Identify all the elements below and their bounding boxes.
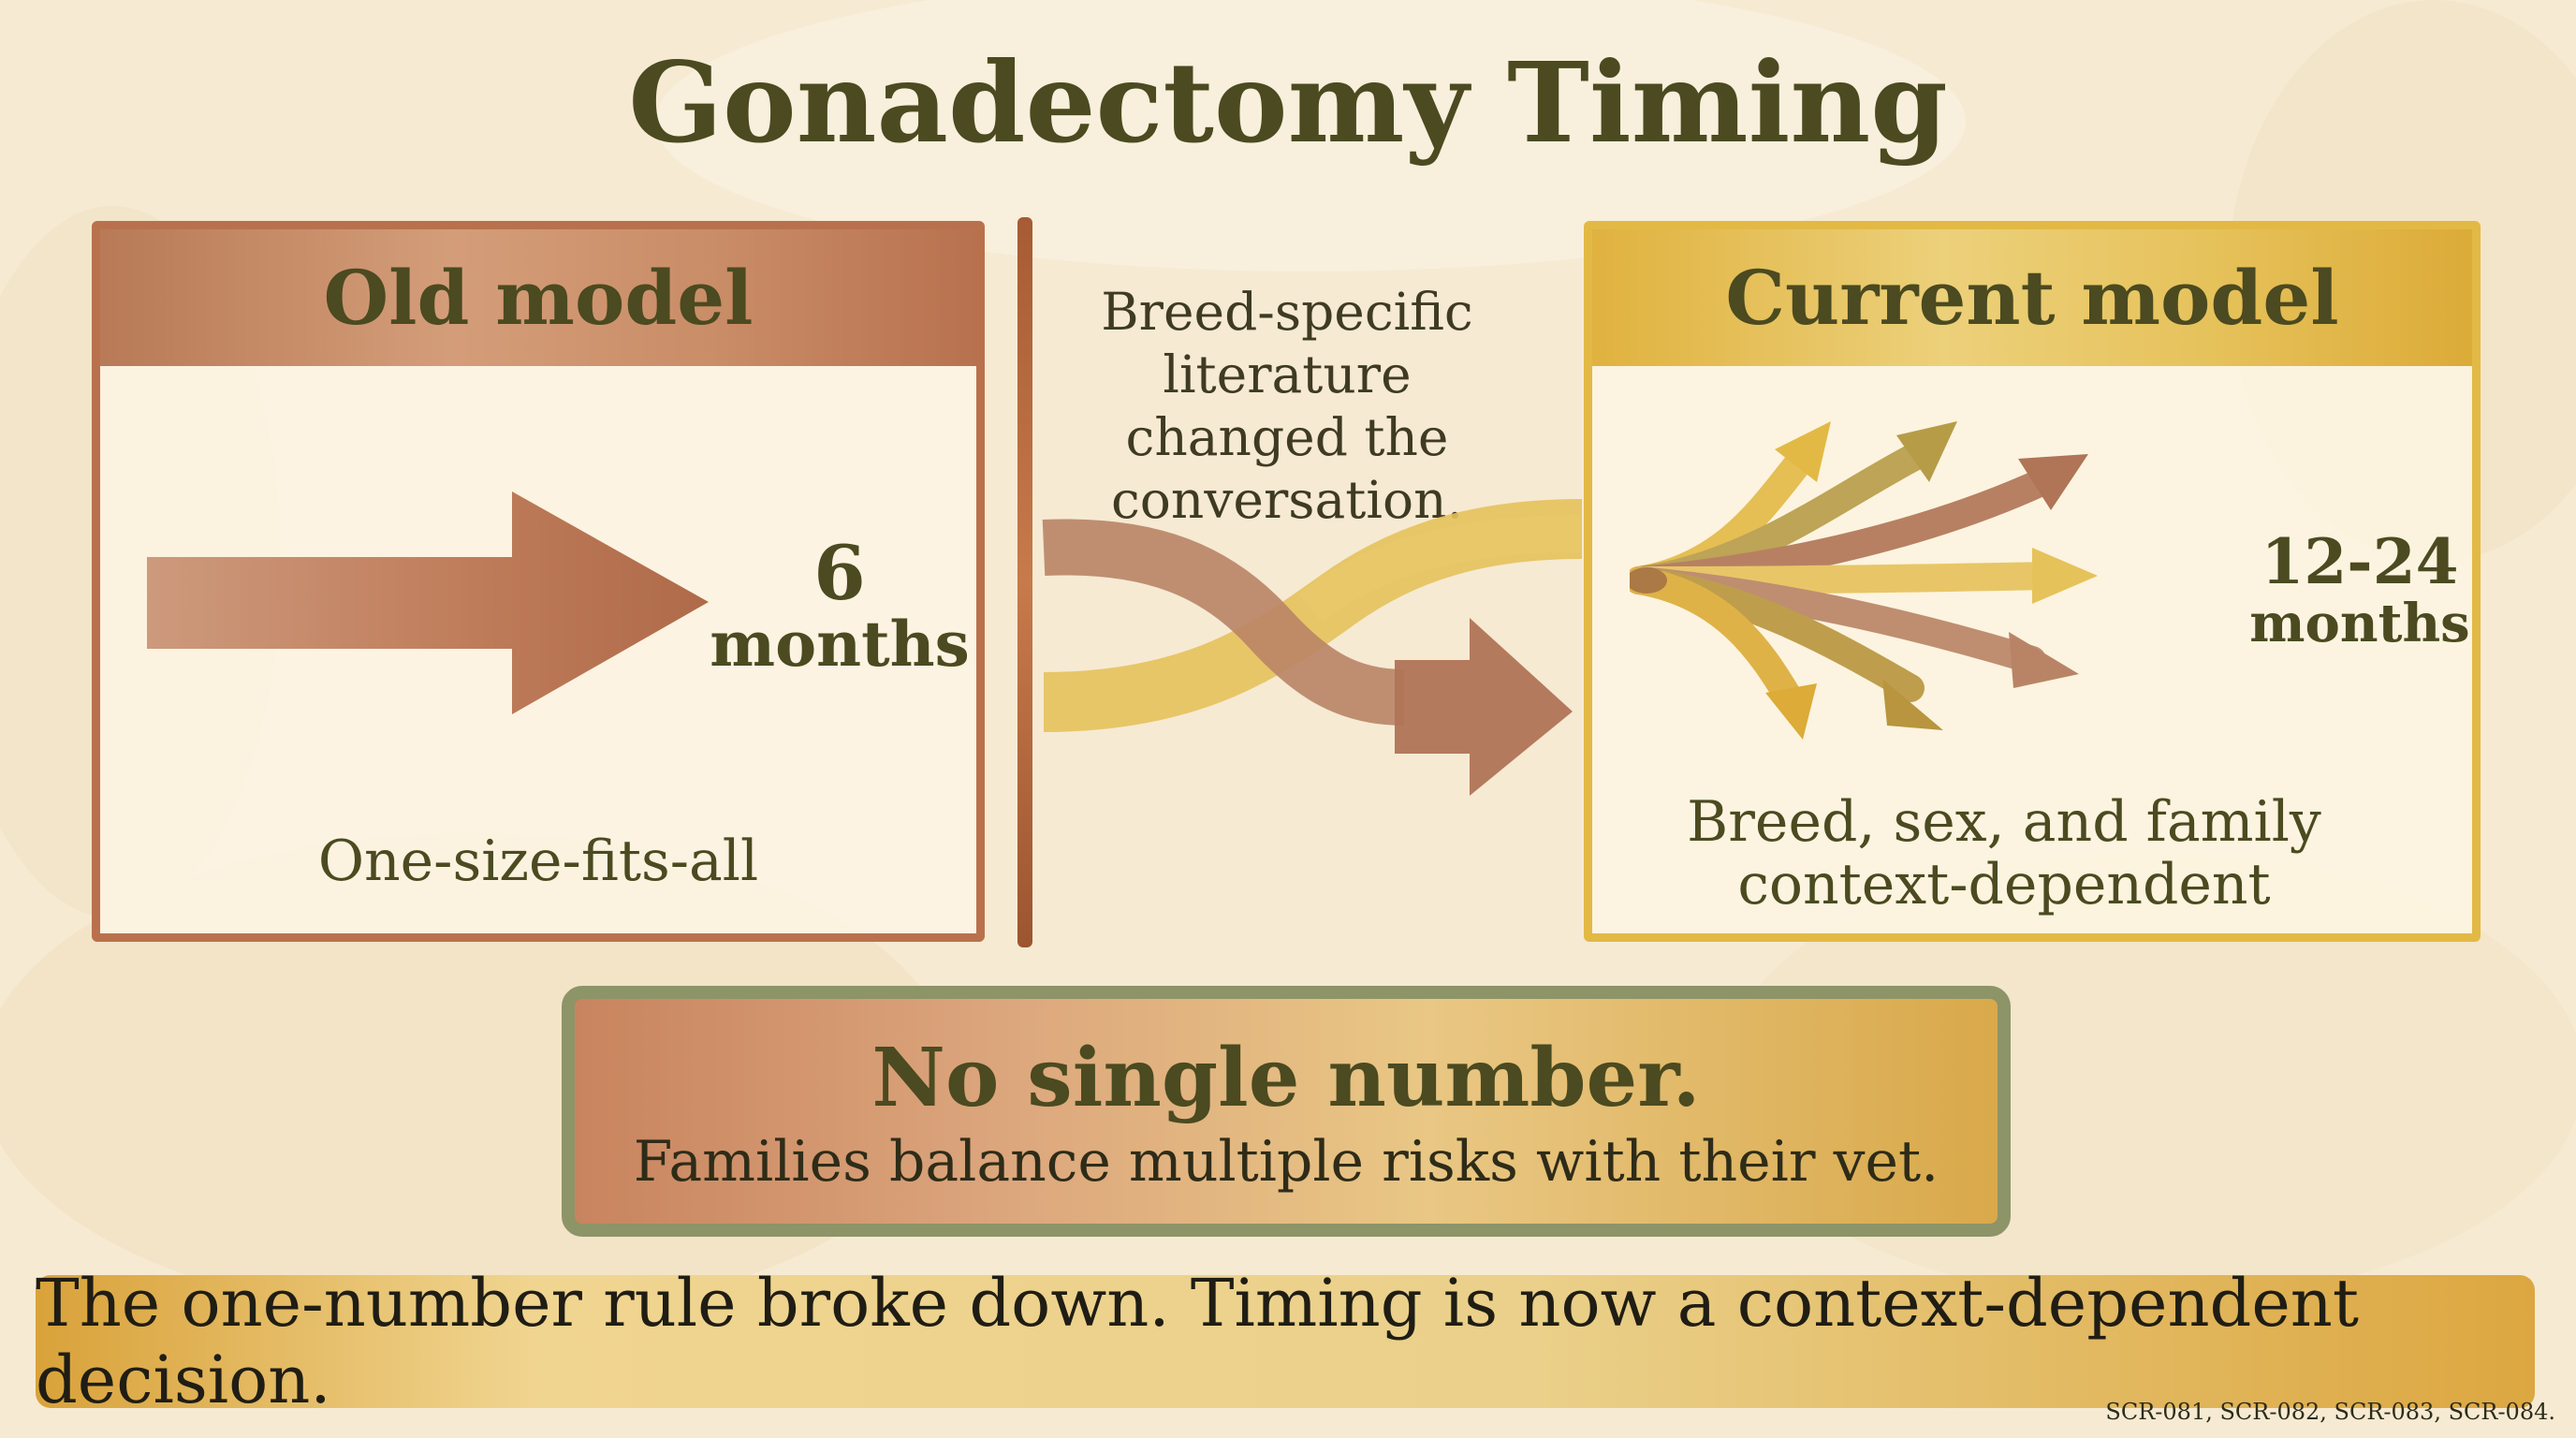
twisting-arrows-icon xyxy=(1042,499,1583,796)
current-model-caption: Breed, sex, and family context-dependent xyxy=(1648,789,2360,918)
old-model-number: 6 xyxy=(813,529,866,617)
current-model-header: Current model xyxy=(1592,229,2472,366)
current-model-value: 12-24 months xyxy=(2247,525,2472,655)
source-footnote: SCR-081, SCR-082, SCR-083, SCR-084. xyxy=(2105,1399,2555,1425)
conclusion-banner: The one-number rule broke down. Timing i… xyxy=(36,1265,2535,1418)
current-model-unit: months xyxy=(2249,593,2470,655)
old-model-value: 6 months xyxy=(690,534,989,677)
page-title: Gonadectomy Timing xyxy=(628,37,1948,168)
summary-box: No single number. Families balance multi… xyxy=(562,986,2011,1237)
panel-divider xyxy=(1017,217,1032,947)
branching-arrows-icon xyxy=(1630,421,2098,740)
summary-subtext: Families balance multiple risks with the… xyxy=(633,1129,1939,1195)
current-model-number: 12-24 xyxy=(2261,525,2459,598)
single-arrow-icon xyxy=(147,492,709,714)
bridge-caption: Breed-specific literature changed the co… xyxy=(1101,282,1473,531)
current-model-header-label: Current model xyxy=(1725,254,2339,342)
old-model-caption: One-size-fits-all xyxy=(317,829,759,894)
old-model-header-label: Old model xyxy=(323,254,754,342)
conclusion-text: The one-number rule broke down. Timing i… xyxy=(36,1265,2359,1418)
current-model-panel: Current model 12-24 months Breed, sex, a… xyxy=(1584,221,2481,942)
summary-headline: No single number. xyxy=(871,1031,1701,1125)
current-model-caption-line2: context-dependent xyxy=(1737,852,2271,918)
old-model-header: Old model xyxy=(100,229,976,366)
current-model-caption-line1: Breed, sex, and family xyxy=(1687,789,2321,855)
old-model-unit: months xyxy=(710,608,970,681)
old-model-panel: Old model 6 months One-size-fits-all xyxy=(92,221,985,942)
